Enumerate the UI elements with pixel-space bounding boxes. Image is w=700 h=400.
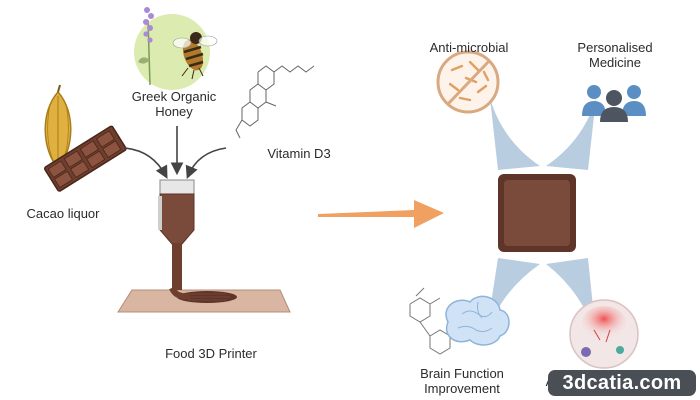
medicine-label: Personalised Medicine [556, 40, 674, 70]
medicine-label-line2: Medicine [588, 55, 642, 70]
honey-label-line1: Greek Organic [131, 89, 217, 104]
chocolate-square [498, 174, 576, 252]
honey-label: Greek Organic Honey [112, 89, 236, 119]
people-group-icon [582, 85, 646, 122]
brain-label-line1: Brain Function [420, 366, 504, 381]
process-arrow-icon [318, 200, 444, 228]
food-3d-printer [117, 179, 291, 313]
antimicrobial-label: Anti-microbial [429, 40, 509, 55]
brain-icon [409, 287, 510, 355]
printer-label: Food 3D Printer [165, 346, 257, 361]
watermark-badge: 3dcatia.com [548, 370, 696, 396]
bacteria-no-icon [436, 50, 500, 114]
cacao-label: Cacao liquor [26, 206, 100, 221]
bee-icon [134, 7, 218, 90]
funnel-wedges [486, 98, 596, 336]
cell-icon [569, 299, 639, 369]
brain-label: Brain Function Improvement [398, 366, 526, 396]
feed-arrows [123, 126, 227, 179]
molecule-icon [235, 65, 315, 139]
honey-label-line2: Honey [155, 104, 193, 119]
brain-label-line2: Improvement [424, 381, 500, 396]
chocolate-bar-icon [44, 125, 127, 192]
vitamin-label: Vitamin D3 [267, 146, 331, 161]
medicine-label-line1: Personalised [577, 40, 653, 55]
